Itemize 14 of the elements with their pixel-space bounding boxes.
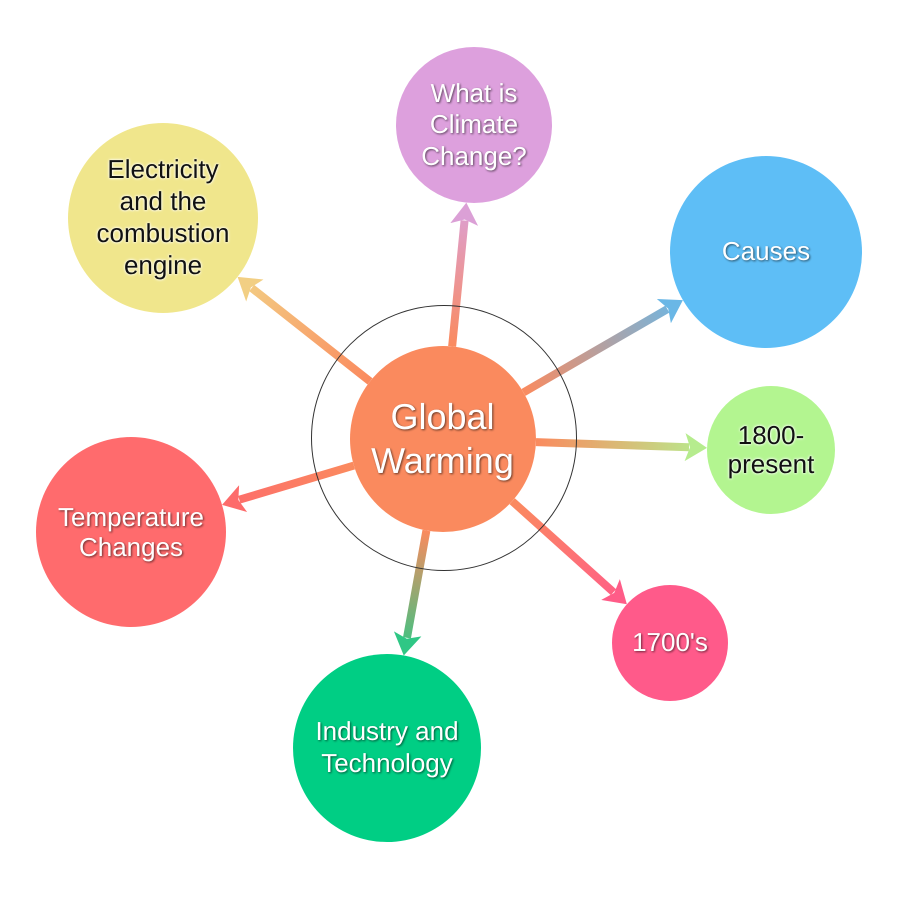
topic-label: Industry and Technology xyxy=(314,716,460,780)
outer-ring xyxy=(311,305,577,571)
arrow xyxy=(536,433,708,462)
topic-label: What is Climate Change? xyxy=(420,78,528,172)
topic-label: Temperature Changes xyxy=(57,502,205,562)
central-topic-label: Global Warming xyxy=(370,395,515,482)
arrow xyxy=(448,202,478,347)
topic-label: Electricity and the combustion engine xyxy=(96,154,230,282)
arrow xyxy=(394,530,430,656)
arrow xyxy=(220,462,356,512)
topic-label: 1700's xyxy=(632,627,708,659)
arrow xyxy=(521,296,685,396)
topic-label: 1800-present xyxy=(726,420,816,480)
topic-label: Causes xyxy=(722,236,810,268)
